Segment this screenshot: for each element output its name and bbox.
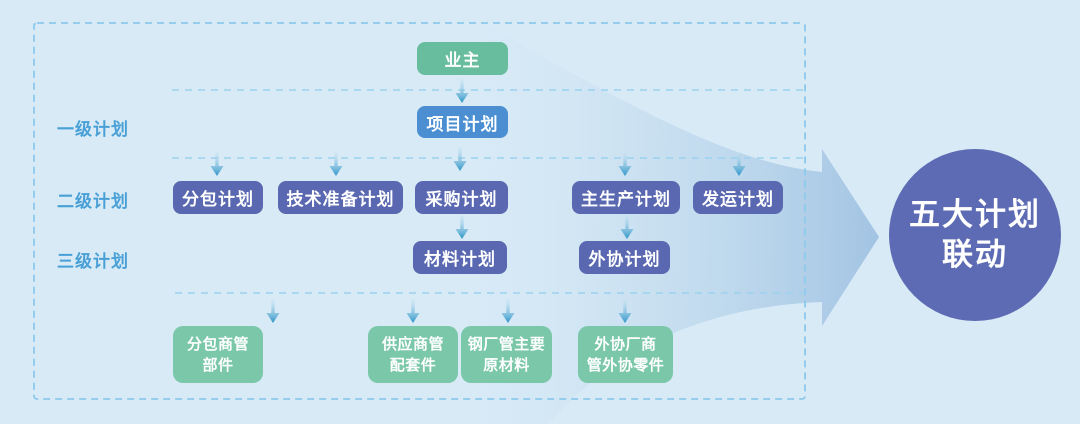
- node-outsourcing-plan: 外协计划: [579, 241, 670, 274]
- result-circle: 五大计划 联动: [889, 149, 1061, 321]
- node-owner: 业主: [417, 42, 508, 75]
- node-supplier-accessories: 供应商管 配套件: [368, 326, 458, 383]
- supplier-line: 分包商管: [186, 335, 249, 354]
- supplier-line: 供应商管: [381, 335, 444, 354]
- supplier-line: 钢厂管主要: [467, 335, 546, 354]
- row-label-level2: 二级计划: [57, 192, 129, 212]
- node-tech-prep-plan: 技术准备计划: [278, 181, 403, 214]
- supplier-line: 原材料: [483, 355, 530, 374]
- supplier-line: 外协厂商: [594, 335, 657, 354]
- node-subcontract-plan: 分包计划: [173, 181, 263, 214]
- supplier-line: 管外协零件: [586, 355, 665, 374]
- arrow-down-icon: [266, 299, 280, 323]
- row-label-level3: 三级计划: [57, 252, 129, 272]
- node-shipping-plan: 发运计划: [693, 181, 783, 214]
- node-material-plan: 材料计划: [413, 241, 507, 274]
- node-outsourcing-vendor-parts: 外协厂商 管外协零件: [578, 326, 673, 383]
- diagram-border: [33, 22, 806, 400]
- node-steel-mill-materials: 钢厂管主要 原材料: [461, 326, 552, 383]
- supplier-line: 配套件: [389, 355, 437, 374]
- row-label-level1: 一级计划: [57, 120, 129, 140]
- node-subcontractor-parts: 分包商管 部件: [173, 326, 263, 383]
- node-project-plan: 项目计划: [417, 106, 508, 138]
- node-procurement-plan: 采购计划: [415, 181, 508, 214]
- result-circle-line2: 联动: [942, 237, 1008, 273]
- node-main-production-plan: 主生产计划: [572, 181, 680, 214]
- supplier-line: 部件: [202, 355, 234, 374]
- arrow-down-icon: [210, 152, 224, 176]
- result-circle-line1: 五大计划: [909, 196, 1041, 233]
